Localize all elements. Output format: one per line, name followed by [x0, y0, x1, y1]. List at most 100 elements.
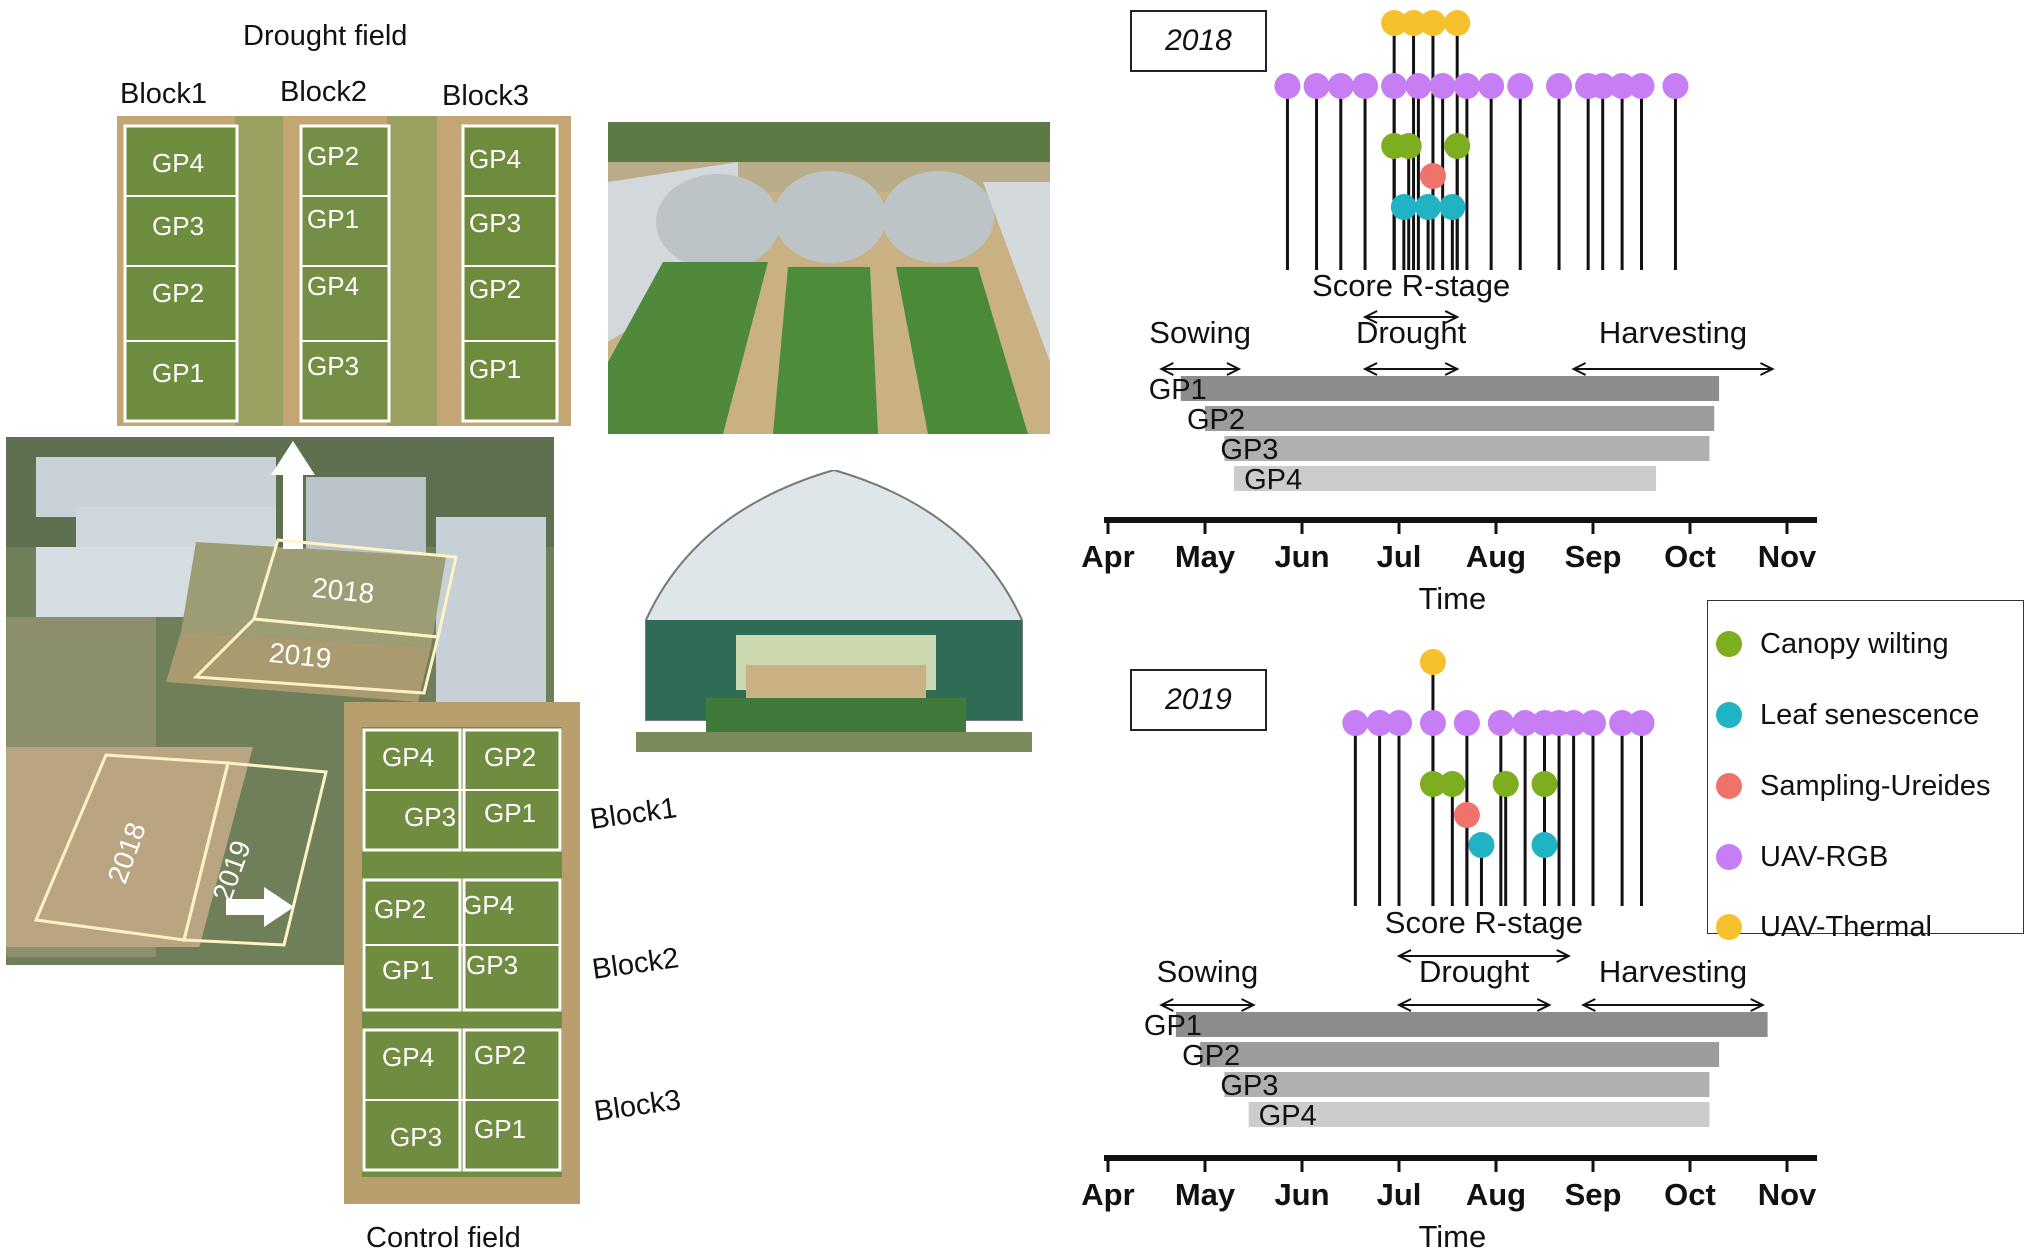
chart1-period-label: Sowing — [1149, 315, 1251, 350]
control-plot: GP3 — [466, 950, 519, 980]
chart1-event-point — [1628, 73, 1655, 99]
legend-item: UAV-RGB — [1708, 837, 1888, 877]
chart2-event-point — [1342, 710, 1369, 736]
chart1-x-axis-label: Time — [1418, 581, 1486, 616]
chart2-period-arrow-head — [1536, 998, 1552, 1012]
chart1-period-label: Drought — [1356, 315, 1467, 350]
control-plot: GP2 — [484, 742, 537, 772]
chart2-tick-label: May — [1175, 1177, 1236, 1212]
control-plot: GP1 — [474, 1114, 527, 1144]
chart2-tick-label: Nov — [1758, 1177, 1817, 1212]
control-plot: GP3 — [404, 802, 457, 832]
plot-outlines — [33, 538, 458, 947]
chart1-event-point — [1419, 163, 1446, 189]
chart1-bar — [1180, 376, 1720, 401]
chart1-tick-label: Jun — [1274, 539, 1329, 574]
chart1-event-point — [1439, 194, 1466, 220]
chart2-x-axis-label: Time — [1418, 1219, 1486, 1254]
chart2-event-point — [1419, 649, 1446, 675]
arrow-up-shaft — [283, 473, 303, 549]
chart1-bar — [1234, 466, 1657, 491]
chart2-bar — [1224, 1072, 1710, 1097]
drought-plot: GP3 — [469, 208, 522, 238]
chart2-score-arrow-head — [1396, 949, 1412, 963]
chart1-group-label: GP4 — [1244, 464, 1302, 496]
legend-label: Sampling-Ureides — [1760, 769, 1991, 802]
chart1-event-point — [1381, 10, 1408, 36]
chart1-event-point — [1390, 194, 1417, 220]
control-plot: GP4 — [462, 890, 515, 920]
chart2-tick-label: Jul — [1377, 1177, 1422, 1212]
chart1-event-point — [1609, 73, 1636, 99]
chart1-event-point — [1507, 73, 1534, 99]
chart2-group-label: GP1 — [1144, 1010, 1202, 1042]
chart1-period-arrow-head — [1362, 362, 1378, 376]
chart1-event-point — [1429, 73, 1456, 99]
chart2-period-label: Score R-stage — [1385, 905, 1583, 940]
chart1-period-arrow-head — [1444, 362, 1460, 376]
drought-field-title: Drought field — [243, 20, 408, 52]
legend-label: Canopy wilting — [1760, 627, 1949, 660]
chart2-tick-label: Jun — [1274, 1177, 1329, 1212]
drought-plot: GP4 — [469, 144, 522, 174]
chart2-event-point — [1439, 771, 1466, 797]
chart1-event-point — [1415, 194, 1442, 220]
drought-plot: GP1 — [152, 358, 205, 388]
legend-label: UAV-Thermal — [1760, 910, 1932, 943]
drought-plot: GP2 — [152, 278, 205, 308]
chart1-group-label: GP1 — [1149, 374, 1207, 406]
chart2-event-point — [1512, 710, 1539, 736]
chart2-event-point — [1628, 710, 1655, 736]
control-plot: GP4 — [382, 1042, 435, 1072]
control-plot: GP1 — [382, 955, 435, 985]
drought-block2-label: Block2 — [280, 76, 368, 108]
chart1-event-point — [1478, 73, 1505, 99]
site-aerial-photo: 2018 2019 2018 2019 — [6, 437, 554, 965]
chart2-event-point — [1580, 710, 1606, 736]
chart1-tick-label: May — [1175, 539, 1236, 574]
chart1-period-arrow-head — [1571, 362, 1587, 376]
chart2-group-label: GP2 — [1182, 1040, 1240, 1072]
chart1-event-point — [1444, 133, 1471, 159]
control-field-title: Control field — [366, 1222, 521, 1254]
legend-swatch — [1716, 631, 1742, 657]
chart2-event-point — [1609, 710, 1636, 736]
chart1-tick-label: Nov — [1758, 539, 1817, 574]
chart1-group-label: GP3 — [1220, 434, 1278, 466]
drought-block1-label: Block1 — [120, 78, 208, 110]
drought-plot: GP2 — [307, 141, 360, 171]
chart2-event-point — [1531, 771, 1558, 797]
chart1-bar — [1205, 406, 1715, 431]
chart2-group-label: GP3 — [1220, 1070, 1278, 1102]
chart2-bar — [1175, 1012, 1768, 1037]
drought-plot: GP3 — [307, 351, 360, 381]
legend-item: Sampling-Ureides — [1708, 766, 1991, 806]
chart2-bar — [1248, 1102, 1710, 1127]
chart1-tick-label: Oct — [1664, 539, 1716, 574]
chart2-event-point — [1366, 710, 1393, 736]
arrow-up-icon — [271, 441, 315, 475]
chart1-event-point — [1589, 73, 1616, 99]
chart1-event-point — [1303, 73, 1330, 99]
chart2-event-point — [1453, 710, 1480, 736]
chart1-tick-label: Jul — [1377, 539, 1422, 574]
chart2-tick-label: Aug — [1466, 1177, 1526, 1212]
chart2-score-arrow-head — [1556, 949, 1571, 963]
legend-swatch — [1716, 844, 1742, 870]
chart1-event-point — [1381, 73, 1408, 99]
drought-plot: GP1 — [469, 354, 522, 384]
drought-plot: GP4 — [152, 148, 205, 178]
chart2-period-label: Drought — [1419, 954, 1530, 989]
drought-field-photo: GP4 GP3 GP2 GP1 GP2 GP1 GP4 GP3 GP4 GP3 … — [117, 116, 571, 426]
chart1-bar — [1224, 436, 1710, 461]
legend-swatch — [1716, 702, 1742, 728]
chart1-event-point — [1274, 73, 1301, 99]
shelter-front-photo — [636, 470, 1032, 752]
drought-plot: GP4 — [307, 271, 360, 301]
chart1-event-point — [1400, 10, 1427, 36]
chart1-period-label: Harvesting — [1599, 315, 1747, 350]
control-plot: GP2 — [374, 894, 427, 924]
year-box-2019: 2019 — [1130, 669, 1267, 731]
chart1-period-arrow-head — [1159, 362, 1174, 376]
